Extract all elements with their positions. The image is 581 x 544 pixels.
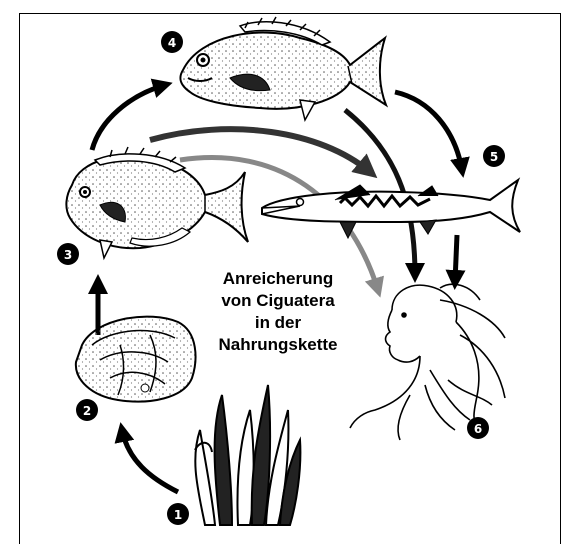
badge-step-2-label: 2 <box>83 404 91 418</box>
caption-line-2: von Ciguatera <box>188 290 368 312</box>
caption-line-3: in der <box>188 312 368 334</box>
badge-step-1-label: 1 <box>174 508 182 522</box>
arrow-barracuda-to-human <box>455 235 457 282</box>
caption-line-1: Anreicherung <box>188 268 368 290</box>
badge-step-6-label: 6 <box>474 422 482 436</box>
diagram-caption: Anreicherung von Ciguatera in der Nahrun… <box>188 268 368 356</box>
badge-step-4-label: 4 <box>168 36 176 50</box>
caption-line-4: Nahrungskette <box>188 334 368 356</box>
badge-step-3-label: 3 <box>64 248 72 262</box>
badge-step-5-label: 5 <box>490 150 498 164</box>
